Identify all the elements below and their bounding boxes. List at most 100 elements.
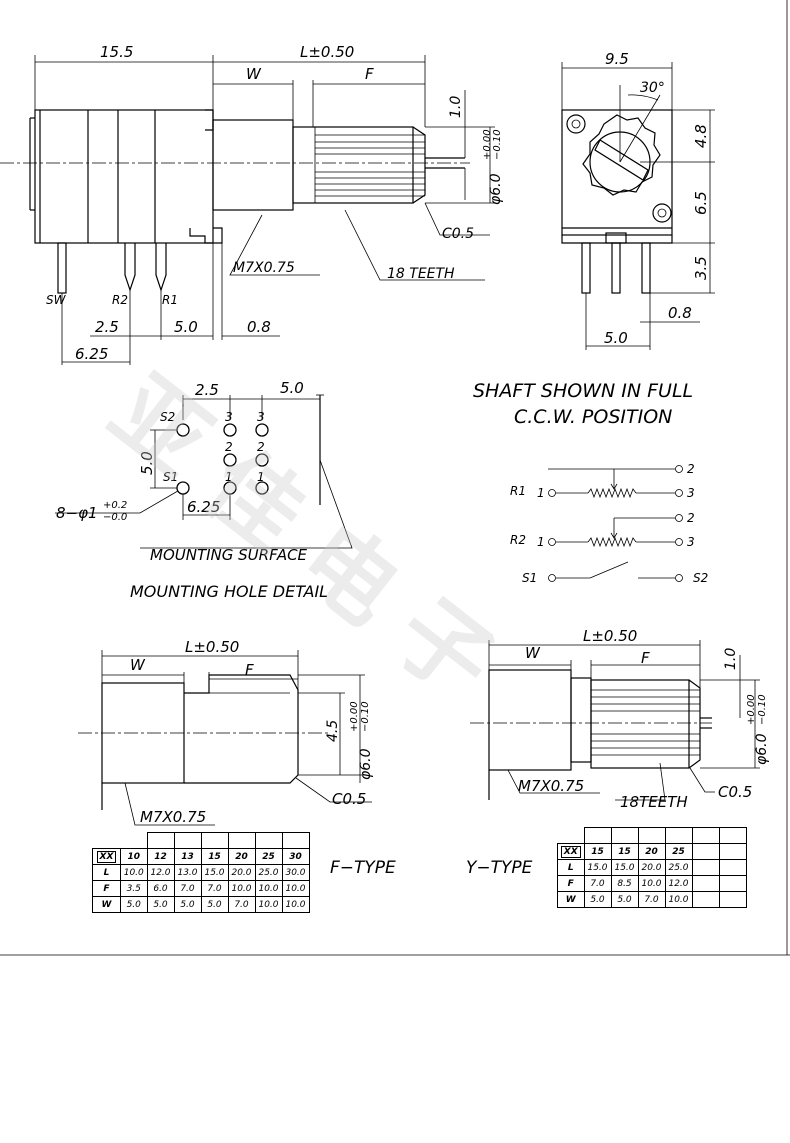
- mount-label-1a: 1: [225, 470, 233, 484]
- y-table-row-l: L 15.0 15.0 20.0 25.0: [557, 859, 747, 876]
- f-dim-4-5: 4.5: [325, 720, 341, 742]
- mounting-title: MOUNTING HOLE DETAIL: [130, 582, 328, 601]
- y-cell: 8.5: [610, 875, 639, 892]
- y-dim-f: F: [641, 649, 650, 667]
- y-cell: F: [557, 875, 585, 892]
- mount-dim-5-0-side: 5.0: [138, 451, 156, 475]
- y-cell: 25.0: [664, 859, 693, 876]
- f-table-header: XX 10 12 13 15 20 25 30: [92, 848, 310, 865]
- y-cell: [691, 875, 720, 892]
- f-type-table: XX 10 12 13 15 20 25 30 L 10.0 12.0 13.0…: [92, 832, 310, 913]
- schematic: [548, 465, 683, 582]
- pin-label-r1: R1: [162, 293, 178, 307]
- sch-r1: R1: [510, 484, 526, 498]
- knurl-lines: [315, 134, 425, 197]
- y-table-row-f: F 7.0 8.5 10.0 12.0: [557, 875, 747, 892]
- mount-holes: 8−φ1: [56, 504, 98, 522]
- y-cell: [718, 859, 747, 876]
- f-cell: 10.0: [120, 864, 148, 881]
- f-cell: 7.0: [173, 880, 202, 897]
- f-cell: 5.0: [146, 896, 175, 913]
- f-table-h3: 13: [173, 848, 202, 865]
- dim-0-8: 0.8: [247, 318, 271, 336]
- dim-5-0-right: 5.0: [604, 329, 628, 347]
- mount-dim-2-5: 2.5: [195, 381, 219, 399]
- y-cell: [718, 891, 747, 908]
- f-dim-w: W: [130, 656, 146, 674]
- mount-holes-tol-top: +0.2: [103, 500, 127, 511]
- f-dim-f: F: [245, 661, 254, 679]
- f-cell: F: [92, 880, 121, 897]
- f-dim-tol-bot: −0.10: [360, 701, 371, 732]
- mount-dim-5-0: 5.0: [280, 379, 304, 397]
- f-table-xx: XX: [96, 850, 117, 863]
- f-cell: 10.0: [281, 896, 310, 913]
- y-knurl-lines: [591, 689, 700, 756]
- dim-4-8: 4.8: [692, 124, 710, 148]
- f-cell: 20.0: [227, 864, 256, 881]
- front-view: [561, 62, 715, 350]
- f-table-h4: 15: [200, 848, 229, 865]
- sch-r1-t3: 3: [687, 486, 695, 500]
- mount-label-1b: 1: [257, 470, 265, 484]
- mounting-surface: MOUNTING SURFACE: [150, 546, 308, 564]
- y-table-header: XX 15 15 20 25: [557, 843, 747, 860]
- dim-6-25: 6.25: [75, 345, 108, 363]
- y-cell: 7.0: [637, 891, 666, 908]
- mount-label-s1: S1: [163, 470, 178, 484]
- y-table-h5: [691, 843, 720, 860]
- f-cell: 30.0: [281, 864, 310, 881]
- y-dim-l: L±0.50: [583, 627, 637, 645]
- dim-15-5: 15.5: [100, 43, 133, 61]
- y-cell: 10.0: [664, 891, 693, 908]
- mount-label-3a: 3: [225, 410, 233, 424]
- dim-2-5: 2.5: [95, 318, 119, 336]
- f-table-row-f: F 3.5 6.0 7.0 7.0 10.0 10.0 10.0: [92, 880, 310, 897]
- y-dim-teeth: 18TEETH: [620, 793, 688, 811]
- y-cell: L: [557, 859, 585, 876]
- shaft-note-line1: SHAFT SHOWN IN FULL: [473, 380, 693, 402]
- pin-label-sw: SW: [46, 293, 67, 307]
- y-dim-phi6: φ6.0: [754, 733, 770, 765]
- sch-r1-t2: 2: [687, 462, 695, 476]
- y-cell: [718, 875, 747, 892]
- f-cell: 15.0: [200, 864, 229, 881]
- f-table-h5: 20: [227, 848, 256, 865]
- mount-dim-6-25: 6.25: [187, 498, 220, 516]
- f-dim-l: L±0.50: [185, 638, 239, 656]
- f-cell: 6.0: [146, 880, 175, 897]
- f-table-row-w: W 5.0 5.0 5.0 5.0 7.0 10.0 10.0: [92, 896, 310, 913]
- f-table-h1: 10: [120, 848, 148, 865]
- dim-c05: C0.5: [442, 226, 474, 242]
- f-cell: 10.0: [227, 880, 256, 897]
- y-cell: W: [557, 891, 585, 908]
- y-dim-w: W: [525, 644, 541, 662]
- dim-teeth: 18 TEETH: [387, 266, 455, 282]
- pin-label-r2: R2: [112, 293, 128, 307]
- dim-3-5: 3.5: [692, 256, 710, 280]
- dim-w: W: [246, 65, 262, 83]
- f-type-label: F−TYPE: [330, 858, 396, 878]
- dim-0-8-right: 0.8: [668, 304, 692, 322]
- mount-label-2b: 2: [257, 440, 265, 454]
- f-cell: 5.0: [173, 896, 202, 913]
- f-type-drawing: [78, 650, 372, 826]
- sch-s1: S1: [522, 571, 537, 585]
- y-table-h6: [718, 843, 747, 860]
- y-dim-tol-top: +0.00: [746, 694, 757, 725]
- f-table-row-l: L 10.0 12.0 13.0 15.0 20.0 25.0 30.0: [92, 864, 310, 881]
- f-cell: 5.0: [120, 896, 148, 913]
- y-cell: 15.0: [610, 859, 639, 876]
- y-type-table: XX 15 15 20 25 L 15.0 15.0 20.0 25.0 F 7…: [557, 827, 747, 908]
- mounting-hole-detail: [55, 394, 353, 549]
- dim-l: L±0.50: [300, 43, 354, 61]
- f-cell: 10.0: [254, 896, 283, 913]
- f-cell: 13.0: [173, 864, 202, 881]
- f-cell: 5.0: [200, 896, 229, 913]
- f-cell: 12.0: [146, 864, 175, 881]
- dim-9-5: 9.5: [605, 50, 629, 68]
- y-cell: 10.0: [637, 875, 666, 892]
- dim-phi6: φ6.0: [488, 173, 504, 205]
- y-dim-1-0: 1.0: [723, 648, 739, 670]
- y-table-h4: 25: [664, 843, 693, 860]
